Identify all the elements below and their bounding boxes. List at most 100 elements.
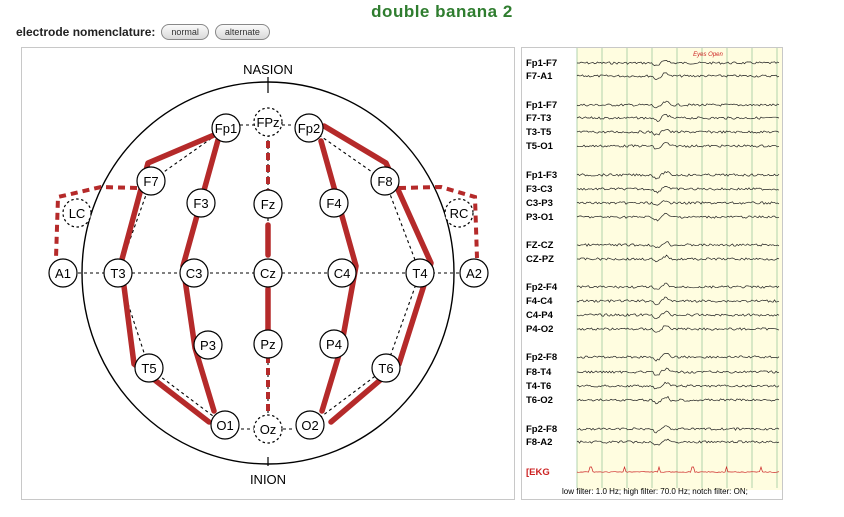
electrode-label: F8 xyxy=(377,174,392,189)
electrode-label: T6 xyxy=(378,361,393,376)
inion-label: INION xyxy=(250,472,286,487)
nomenclature-label: electrode nomenclature: xyxy=(16,25,156,39)
eeg-channel-label: CZ-PZ xyxy=(526,254,554,265)
eeg-trace xyxy=(576,212,780,222)
eeg-background xyxy=(577,48,782,490)
eeg-channel-label: [EKG xyxy=(526,467,550,478)
eeg-channel-label: P4-O2 xyxy=(526,324,553,335)
electrode-label: P4 xyxy=(326,337,342,352)
electrode-label: C3 xyxy=(186,266,203,281)
electrode-label: F3 xyxy=(193,196,208,211)
nasion-label: NASION xyxy=(243,62,293,77)
eeg-channel-label: F3-C3 xyxy=(526,184,552,195)
electrodes: Fp1 FPz Fp2 F7 F3 Fz F4 F8 LC RC A1 T3 C… xyxy=(48,107,489,444)
electrode-label: RC xyxy=(450,206,469,221)
alternate-button[interactable]: alternate xyxy=(214,24,270,40)
eeg-channel-label: T5-O1 xyxy=(526,141,554,152)
eeg-trace xyxy=(576,425,780,434)
nomenclature-control: electrode nomenclature: normal alternate xyxy=(16,24,270,40)
electrode-a1[interactable]: A1 xyxy=(48,258,78,288)
eeg-trace xyxy=(576,465,780,473)
eeg-trace xyxy=(576,381,780,390)
eyes-open-annotation: Eyes Open xyxy=(693,52,723,58)
electrode-label: O1 xyxy=(216,418,233,433)
electrode-t3[interactable]: T3 xyxy=(103,258,133,288)
electrode-t6[interactable]: T6 xyxy=(371,353,401,383)
montage-dashed xyxy=(54,141,479,413)
electrode-t4[interactable]: T4 xyxy=(405,258,435,288)
eeg-gridlines xyxy=(576,48,778,488)
eeg-trace xyxy=(576,129,780,136)
eeg-trace xyxy=(577,60,780,66)
electrode-fp1[interactable]: Fp1 xyxy=(211,113,241,143)
eeg-channel-label: Fp2-F8 xyxy=(526,424,557,435)
eeg-channel-label: Fp1-F7 xyxy=(526,58,557,69)
electrode-fz[interactable]: Fz xyxy=(253,189,283,219)
eeg-trace xyxy=(576,171,780,180)
normal-button[interactable]: normal xyxy=(161,24,209,40)
electrode-oz[interactable]: Oz xyxy=(253,414,283,444)
eeg-trace xyxy=(576,438,780,446)
eeg-trace xyxy=(576,310,780,320)
electrode-label: A1 xyxy=(55,266,71,281)
eeg-channel-label: FZ-CZ xyxy=(526,240,554,251)
eeg-channel-label: F7-T3 xyxy=(526,113,551,124)
page-title: double banana 2 xyxy=(371,2,513,21)
eeg-channel-label: T3-T5 xyxy=(526,127,552,138)
montage-diagram-panel: NASION INION Fp1 FPz Fp2 F7 F3 Fz F4 F8 … xyxy=(21,47,515,500)
electrode-label: Fp1 xyxy=(215,121,237,136)
eeg-trace xyxy=(576,142,780,150)
eeg-trace xyxy=(576,186,780,194)
electrode-f4[interactable]: F4 xyxy=(319,188,349,218)
electrode-label: C4 xyxy=(334,266,351,281)
eeg-trace xyxy=(576,353,780,362)
electrode-label: T3 xyxy=(110,266,125,281)
montage-diagram: NASION INION Fp1 FPz Fp2 F7 F3 Fz F4 F8 … xyxy=(48,62,489,487)
filter-settings-text: low filter: 1.0 Hz; high filter: 70.0 Hz… xyxy=(562,487,748,496)
eeg-channel-label: Fp2-F4 xyxy=(526,282,558,293)
electrode-label: LC xyxy=(69,206,86,221)
electrode-f8[interactable]: F8 xyxy=(370,166,400,196)
electrode-fp2[interactable]: Fp2 xyxy=(294,113,324,143)
electrode-c4[interactable]: C4 xyxy=(327,258,357,288)
electrode-label: Pz xyxy=(260,337,275,352)
electrode-label: Fp2 xyxy=(298,121,320,136)
electrode-label: F7 xyxy=(143,174,158,189)
electrode-label: Oz xyxy=(260,422,277,437)
eeg-trace xyxy=(576,325,780,333)
electrode-f3[interactable]: F3 xyxy=(186,188,216,218)
electrode-fpz[interactable]: FPz xyxy=(253,107,283,137)
eeg-trace xyxy=(576,100,780,109)
electrode-a2[interactable]: A2 xyxy=(459,258,489,288)
electrode-cz[interactable]: Cz xyxy=(253,258,283,288)
electrode-label: O2 xyxy=(301,418,318,433)
eeg-trace xyxy=(577,241,780,249)
electrode-o2[interactable]: O2 xyxy=(295,410,325,440)
electrode-lc[interactable]: LC xyxy=(62,198,92,228)
electrode-t5[interactable]: T5 xyxy=(134,353,164,383)
eeg-channel-label: C3-P3 xyxy=(526,198,553,209)
eeg-channel-label: P3-O1 xyxy=(526,212,554,223)
eeg-trace xyxy=(576,200,780,206)
electrode-label: T4 xyxy=(412,266,427,281)
chain-f7-a1-dashed xyxy=(54,184,138,259)
electrode-label: Fz xyxy=(261,197,275,212)
electrode-c3[interactable]: C3 xyxy=(179,258,209,288)
right-circumferential-arc xyxy=(308,127,421,426)
electrode-rc[interactable]: RC xyxy=(444,198,474,228)
eeg-channel-label: T4-T6 xyxy=(526,381,551,392)
electrode-label: P3 xyxy=(200,338,216,353)
eeg-channel-labels: Fp1-F7F7-A1Fp1-F7F7-T3T3-T5T5-O1Fp1-F3F3… xyxy=(526,58,558,478)
electrode-o1[interactable]: O1 xyxy=(210,410,240,440)
eeg-channel-label: T6-O2 xyxy=(526,395,553,406)
electrode-f7[interactable]: F7 xyxy=(136,166,166,196)
electrode-label: A2 xyxy=(466,266,482,281)
electrode-p4[interactable]: P4 xyxy=(319,329,349,359)
eeg-trace xyxy=(577,254,780,263)
eeg-traces xyxy=(576,60,780,473)
eeg-trace xyxy=(576,72,780,80)
electrode-pz[interactable]: Pz xyxy=(253,329,283,359)
electrode-p3[interactable]: P3 xyxy=(193,330,223,360)
eeg-trace xyxy=(577,367,780,376)
